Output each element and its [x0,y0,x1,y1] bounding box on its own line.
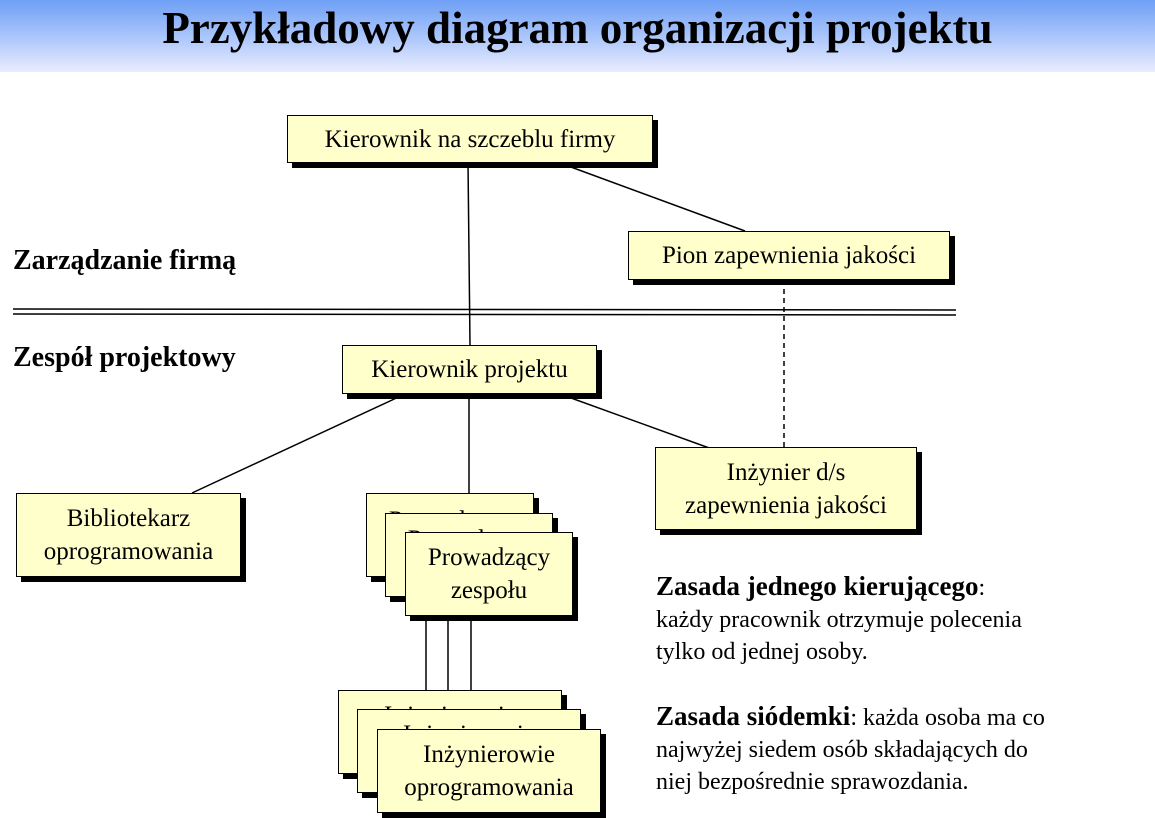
node-engineers-line1: Inżynierowie [423,741,555,768]
node-engineers: Inżynierowie oprogramowania [377,729,601,813]
node-qa-engineer-line1: Inżynier d/s [726,458,846,486]
title-bar [0,0,1155,72]
line-company-to-qa [559,162,746,232]
separator-line-top [12,308,957,311]
rule-one-manager-line2: tylko od jednej osoby. [656,639,868,665]
rule-one-manager: Zasada jednego kierującego: każdy pracow… [656,570,1151,668]
node-company-manager: Kierownik na szczeblu firmy [287,115,653,163]
node-team-lead-line1: Prowadzący [427,544,551,571]
rule-one-manager-line1: każdy pracownik otrzymuje polecenia [656,607,1022,633]
rule-seven-sep: : [850,705,857,731]
node-company-manager-label: Kierownik na szczeblu firmy [324,125,616,153]
section-label-company: Zarządzanie firmą [13,245,237,276]
line-pm-to-librarian [191,393,406,494]
rule-seven-line2: najwyżej siedem osób składających do [656,737,1028,763]
rule-seven-line1: Zasada siódemki: każda osoba ma co [656,700,1151,734]
node-team-lead-line2: zespołu [450,577,528,604]
node-project-manager-label: Kierownik projektu [371,356,568,383]
node-qa-engineer-line2: zapewnienia jakości [685,491,887,519]
rule-seven-heading: Zasada siódemki [656,701,851,731]
node-librarian-line1: Bibliotekarz [66,505,191,532]
node-engineers-line2: oprogramowania [404,774,574,801]
node-librarian: Bibliotekarz oprogramowania [16,493,241,577]
node-qa-engineer: Inżynier d/s zapewnienia jakości [655,447,917,530]
rule-seven: Zasada siódemki: każda osoba ma co najwy… [656,700,1151,798]
rule-seven-line1-rest: każda osoba ma co [862,705,1045,731]
line-pm-to-qa-engineer [559,393,713,450]
node-team-lead: Prowadzący zespołu [405,532,573,616]
rule-one-manager-sep: : [978,575,986,601]
page-title: Przykładowy diagram organizacji projektu [162,3,993,53]
line-company-to-project-manager [467,162,471,346]
node-qa-division-label: Pion zapewnienia jakości [661,242,917,269]
rule-one-manager-heading: Zasada jednego kierującego [656,571,979,601]
section-label-project: Zespół projektowy [13,342,236,373]
node-librarian-line2: oprogramowania [43,538,214,565]
node-qa-division: Pion zapewnienia jakości [628,231,950,280]
node-project-manager: Kierownik projektu [342,345,597,394]
rule-one-manager-heading-row: Zasada jednego kierującego: [656,570,1151,604]
separator-line-bottom [12,313,957,316]
rule-seven-line3: niej bezpośrednie sprawozdania. [656,769,969,795]
